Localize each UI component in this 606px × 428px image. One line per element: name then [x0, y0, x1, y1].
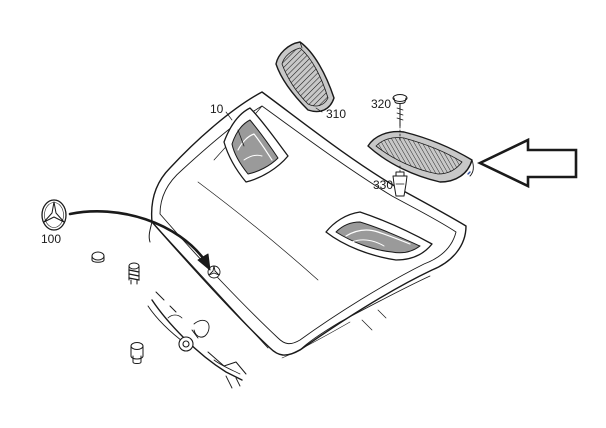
- callout-star-emblem: 100: [41, 232, 62, 246]
- hood-vent-left: [223, 107, 289, 183]
- hood-vent-grille: [367, 130, 474, 183]
- front-air-grille: [275, 41, 335, 113]
- outline-arrow-left-icon: [476, 137, 578, 189]
- rubber-buffer: [91, 251, 105, 263]
- lower-buffer: [130, 342, 144, 364]
- hood-vent-right: [325, 211, 433, 261]
- hood-panel: [148, 91, 467, 359]
- callout-hood: 10: [210, 102, 224, 116]
- hood-latch-assembly: [147, 291, 247, 389]
- leader-lines: [225, 107, 323, 121]
- callout-screw: 320: [371, 97, 392, 111]
- hood-star-mark: [207, 265, 221, 279]
- three-pointed-star-icon: [41, 199, 67, 231]
- callout-front-air-grille: 310: [326, 107, 347, 121]
- callout-clip: 330: [373, 178, 394, 192]
- emblem-mount-arrow: [68, 210, 211, 271]
- bump-stop: [128, 262, 140, 285]
- clip: [392, 165, 408, 197]
- screw: [392, 94, 408, 143]
